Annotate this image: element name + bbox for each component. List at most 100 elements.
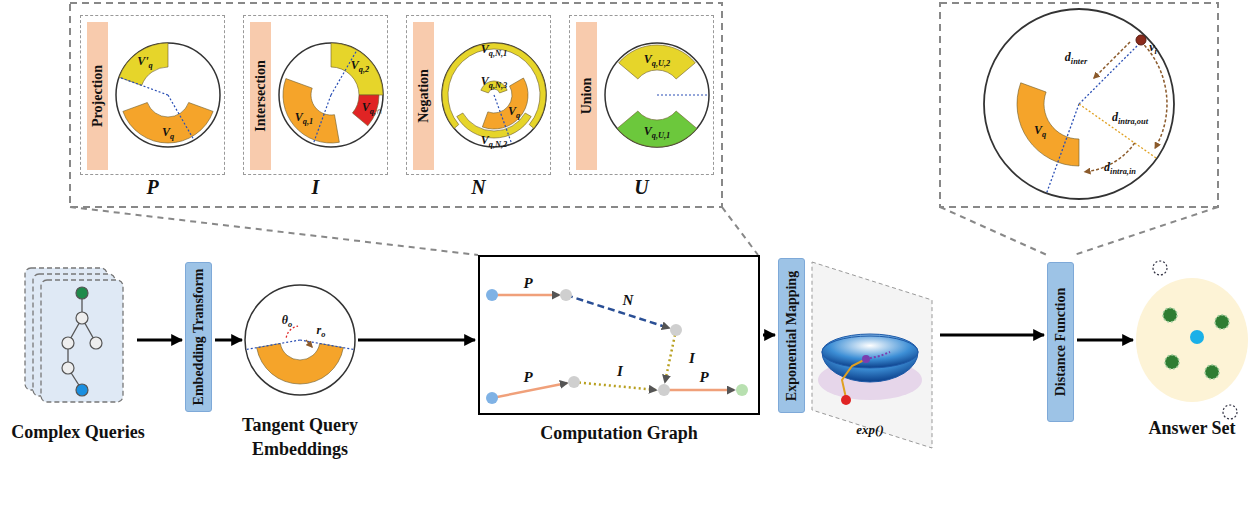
union-sector [617, 111, 697, 147]
zoom-line [722, 207, 758, 255]
math-label: dinter [1065, 50, 1087, 66]
query-node [76, 312, 88, 324]
variable-node [670, 324, 682, 336]
zoom-line [940, 207, 1047, 255]
answer-set: Answer Set [1136, 278, 1248, 402]
tangent-embedding: Tangent Query Embeddings [245, 285, 355, 395]
embedding-circle [279, 43, 383, 147]
query-node [90, 337, 102, 349]
math-label: Vq [508, 104, 520, 120]
answer-region [1136, 278, 1248, 402]
operator-symbol: N [471, 176, 485, 199]
flow-arrow [940, 334, 1044, 337]
caption: Tangent Query Embeddings [215, 413, 385, 462]
manifold-top [822, 336, 918, 368]
manifold-path [866, 352, 890, 359]
operator-symbol: P [146, 176, 158, 199]
answer-entity [1215, 315, 1229, 329]
query-card [41, 280, 123, 402]
math-label: ro [317, 323, 326, 339]
operator-tab: Projection [87, 22, 108, 170]
math-label: Vq,U,2 [644, 52, 671, 68]
projected-sector [119, 43, 168, 85]
operator-label: P [523, 369, 532, 386]
projection-edge [664, 389, 734, 392]
query-sector [331, 43, 383, 95]
anchor-node [486, 289, 498, 301]
operator-label: N [623, 292, 634, 309]
zoom-line [1074, 207, 1218, 255]
math-label: vi [1149, 40, 1157, 56]
operator-name: Intersection [253, 60, 269, 132]
embedding-circle [442, 43, 546, 147]
manifold [822, 334, 918, 382]
target-node [736, 384, 748, 396]
math-label: Vq,N,3 [481, 74, 508, 90]
query-node [62, 337, 74, 349]
answer-entity [1163, 308, 1177, 322]
operator-symbol: U [634, 176, 648, 199]
projection-edge [492, 294, 559, 297]
math-label: V'q [137, 54, 153, 70]
radius-line [331, 50, 357, 95]
operator-label: I [617, 363, 623, 380]
radius-line [657, 94, 709, 95]
query-sector [123, 103, 213, 143]
operator-name: Projection [90, 65, 106, 127]
intersection-edge [574, 382, 656, 390]
radius-arrow [306, 340, 312, 347]
radius-line [300, 340, 354, 350]
distance-arrow [1094, 42, 1130, 78]
query-center [1190, 330, 1204, 344]
operator-frame [70, 3, 722, 207]
operator-panel: UnionU [569, 15, 714, 175]
math-label: dintra,in [1104, 160, 1136, 176]
process-box: Embedding Transform [185, 262, 212, 412]
process-label: Distance Function [1053, 288, 1069, 397]
math-label: Vq,N,2 [481, 133, 508, 149]
operator-panel: ProjectionP [80, 15, 225, 175]
union-sector [619, 45, 696, 79]
query-sector [1017, 83, 1079, 166]
operator-name: Union [579, 78, 595, 115]
math-label: Vq,1 [295, 110, 313, 126]
flow-arrow [1077, 339, 1133, 342]
operator-tab: Union [576, 22, 597, 170]
radius-line [313, 95, 331, 144]
intersection-edge [665, 330, 676, 382]
mapping-curve [842, 360, 864, 398]
radius-line [119, 77, 168, 95]
operator-panel: NegationN [406, 15, 551, 175]
negation-sector [442, 43, 546, 128]
anchor-node [76, 384, 88, 396]
distance-arrow [1144, 45, 1167, 148]
zoom-line [70, 207, 478, 255]
computation-graph: Computation Graph [478, 255, 760, 415]
query-node [62, 362, 74, 374]
query-sector [283, 79, 339, 143]
math-label: θo [282, 313, 292, 329]
radius-line [246, 340, 300, 350]
caption: Computation Graph [540, 423, 698, 444]
math-label: Vq,∩ [362, 100, 382, 116]
radius-line [1079, 104, 1157, 158]
caption: Complex Queries [11, 422, 144, 443]
operator-tab: Intersection [250, 22, 271, 170]
math-label: Vq [162, 125, 174, 141]
math-label: Vq [1034, 123, 1046, 139]
query-icon: Complex Queries [22, 265, 134, 410]
non-answer-entity [1223, 405, 1237, 419]
query-sector [257, 343, 344, 384]
distance-circle [984, 9, 1174, 199]
variable-node [658, 384, 670, 396]
operator-panel: IntersectionI [243, 15, 388, 175]
function-label: exp() [856, 422, 883, 438]
operator-tab: Negation [413, 22, 434, 170]
math-label: dintra,out [1112, 110, 1148, 126]
process-box: Distance Function [1047, 262, 1074, 422]
operator-name: Negation [416, 69, 432, 123]
process-box: Exponential Mapping [778, 258, 805, 413]
embedding-circle [116, 43, 220, 147]
operator-label: P [699, 369, 708, 386]
